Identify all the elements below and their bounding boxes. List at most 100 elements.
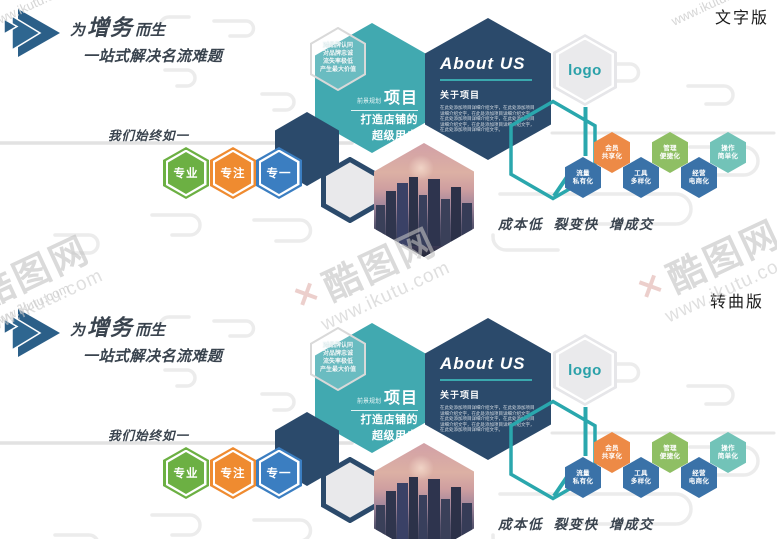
headline-emphasis: 增务 [87,15,134,40]
headline-line1: 为 增务 而生 [70,310,223,342]
headline-prefix: 为 [70,22,86,39]
benefit-line: 对品牌忠诚 [322,51,353,57]
arrow-logo-icon [3,309,60,357]
teal-outline-hexagon-network [509,399,597,501]
photo-building [409,477,418,539]
photo-building [409,177,418,247]
version-label-outlined: 转曲版 [710,294,765,311]
value-label: 专一 [261,452,297,494]
benefit-line: 流失率极低 [322,359,353,365]
headline-prefix: 为 [70,322,86,339]
chain-label-line2: 便捷化 [659,452,681,460]
photo-building [419,195,427,247]
chain-label-line2: 电商化 [688,177,710,185]
chain-hexagon-operation: 经营 电商化 [681,457,717,498]
chain-label-line1: 经营 [692,470,706,477]
value-label: 专业 [168,152,204,194]
chain-label-line1: 会员 [605,145,619,152]
photo-building [386,491,396,539]
value-label: 专一 [261,152,297,194]
chain-label-line1: 工具 [634,470,648,477]
project-desc-line1: 打造店铺的 [360,414,418,426]
photo-building [428,179,440,247]
value-label: 专业 [168,452,204,494]
benefit-line: 对品牌认同 [322,343,353,349]
project-title: 项目 [383,90,418,107]
chain-label-line2: 共享化 [601,452,623,460]
chain-label-line1: 工具 [634,170,648,177]
photo-building [462,203,472,247]
headline-suffix: 而生 [135,322,166,339]
photo-building [419,495,427,539]
benefit-line: 产生最大价值 [319,67,356,73]
photo-water [374,246,474,257]
hexagon-outline [310,327,366,391]
value-hexagon-professional: 专业 [163,447,209,499]
chain-label-line1: 经营 [692,170,706,177]
chain-label-line1: 管理 [663,445,677,452]
photo-building [451,487,461,539]
project-kicker: 前景规划 [356,99,381,105]
photo-building [462,503,472,539]
headline-line1: 为 增务 而生 [70,10,223,42]
photo-building [386,191,396,247]
chain-label-line2: 简单化 [717,152,739,160]
chain-label-line2: 私有化 [572,477,594,485]
value-hexagon-focused: 专注 [210,447,256,499]
chain-label-line1: 流量 [576,470,590,477]
logo-hexagon: logo [553,34,617,106]
about-title: About US [440,354,526,373]
about-body-placeholder-text: 在此处添加项目详细介绍文字，在此处添加项目详细介绍文字，在此处添加项目详细介绍文… [440,405,535,433]
value-label: 专注 [215,452,251,494]
chain-label-line2: 电商化 [688,477,710,485]
photo-building [397,183,408,247]
photo-building [441,199,450,247]
headline-emphasis: 增务 [87,315,134,340]
about-subtitle: 关于项目 [440,390,481,400]
value-hexagon-focused: 专注 [210,147,256,199]
benefits-hexagon: 对品牌认同 对品牌忠诚 流失率极低 产生最大价值 [310,327,366,391]
chain-hexagon-simplicity: 操作 简单化 [710,432,746,473]
benefits-lines: 对品牌认同 对品牌忠诚 流失率极低 产生最大价值 [310,327,366,391]
chain-hexagon-traffic: 流量 私有化 [565,457,601,498]
chain-label-line1: 操作 [721,445,735,452]
project-kicker: 前景规划 [356,399,381,405]
project-block: 前景规划 项目 打造店铺的 超级用户 [351,384,418,443]
project-title-row: 前景规划 项目 [351,84,418,111]
photo-sun-glow [408,455,434,481]
project-block: 前景规划 项目 打造店铺的 超级用户 [351,84,418,143]
headline: 为 增务 而生 一站式解决名流难题 [70,310,223,366]
about-body-placeholder-text: 在此处添加项目详细介绍文字，在此处添加项目详细介绍文字，在此处添加项目详细介绍文… [440,105,535,133]
chain-hexagon-management: 管理 便捷化 [652,432,688,473]
outlined-navy-hexagon [321,157,379,223]
arrow-logo-icon [3,9,60,57]
value-hexagon-dedicated: 专一 [256,447,302,499]
photo-building [397,483,408,539]
benefit-line: 流失率极低 [322,59,353,65]
teal-outline-hexagon-network [509,99,597,201]
value-hexagon-dedicated: 专一 [256,147,302,199]
panel-outlined-version: 为 增务 而生 一站式解决名流难题 我们始终如一 专业 专注 专一 对品牌认同 … [0,300,777,539]
about-title-underline [440,379,532,381]
benefit-line: 对品牌认同 [322,43,353,49]
project-title-row: 前景规划 项目 [351,384,418,411]
headline-line2: 一站式解决名流难题 [83,348,223,365]
headline: 为 增务 而生 一站式解决名流难题 [70,10,223,66]
chain-label-line1: 会员 [605,445,619,452]
about-title-underline [440,79,532,81]
bottom-slogan: 成本低 裂变快 增成交 [498,217,655,232]
photo-building [441,499,450,539]
tagline: 我们始终如一 [108,129,190,143]
photo-building [376,505,385,539]
version-label-text: 文字版 [714,10,769,27]
benefits-hexagon: 对品牌认同 对品牌忠诚 流失率极低 产生最大价值 [310,27,366,91]
chain-label-line2: 多样化 [630,177,652,185]
chain-label-line2: 简单化 [717,452,739,460]
photo-building [428,479,440,539]
value-label: 专注 [215,152,251,194]
logo-hexagon: logo [553,334,617,406]
project-desc-line2: 超级用户 [372,430,418,442]
photo-building [376,205,385,247]
chain-label-line2: 私有化 [572,177,594,185]
project-title: 项目 [383,390,418,407]
